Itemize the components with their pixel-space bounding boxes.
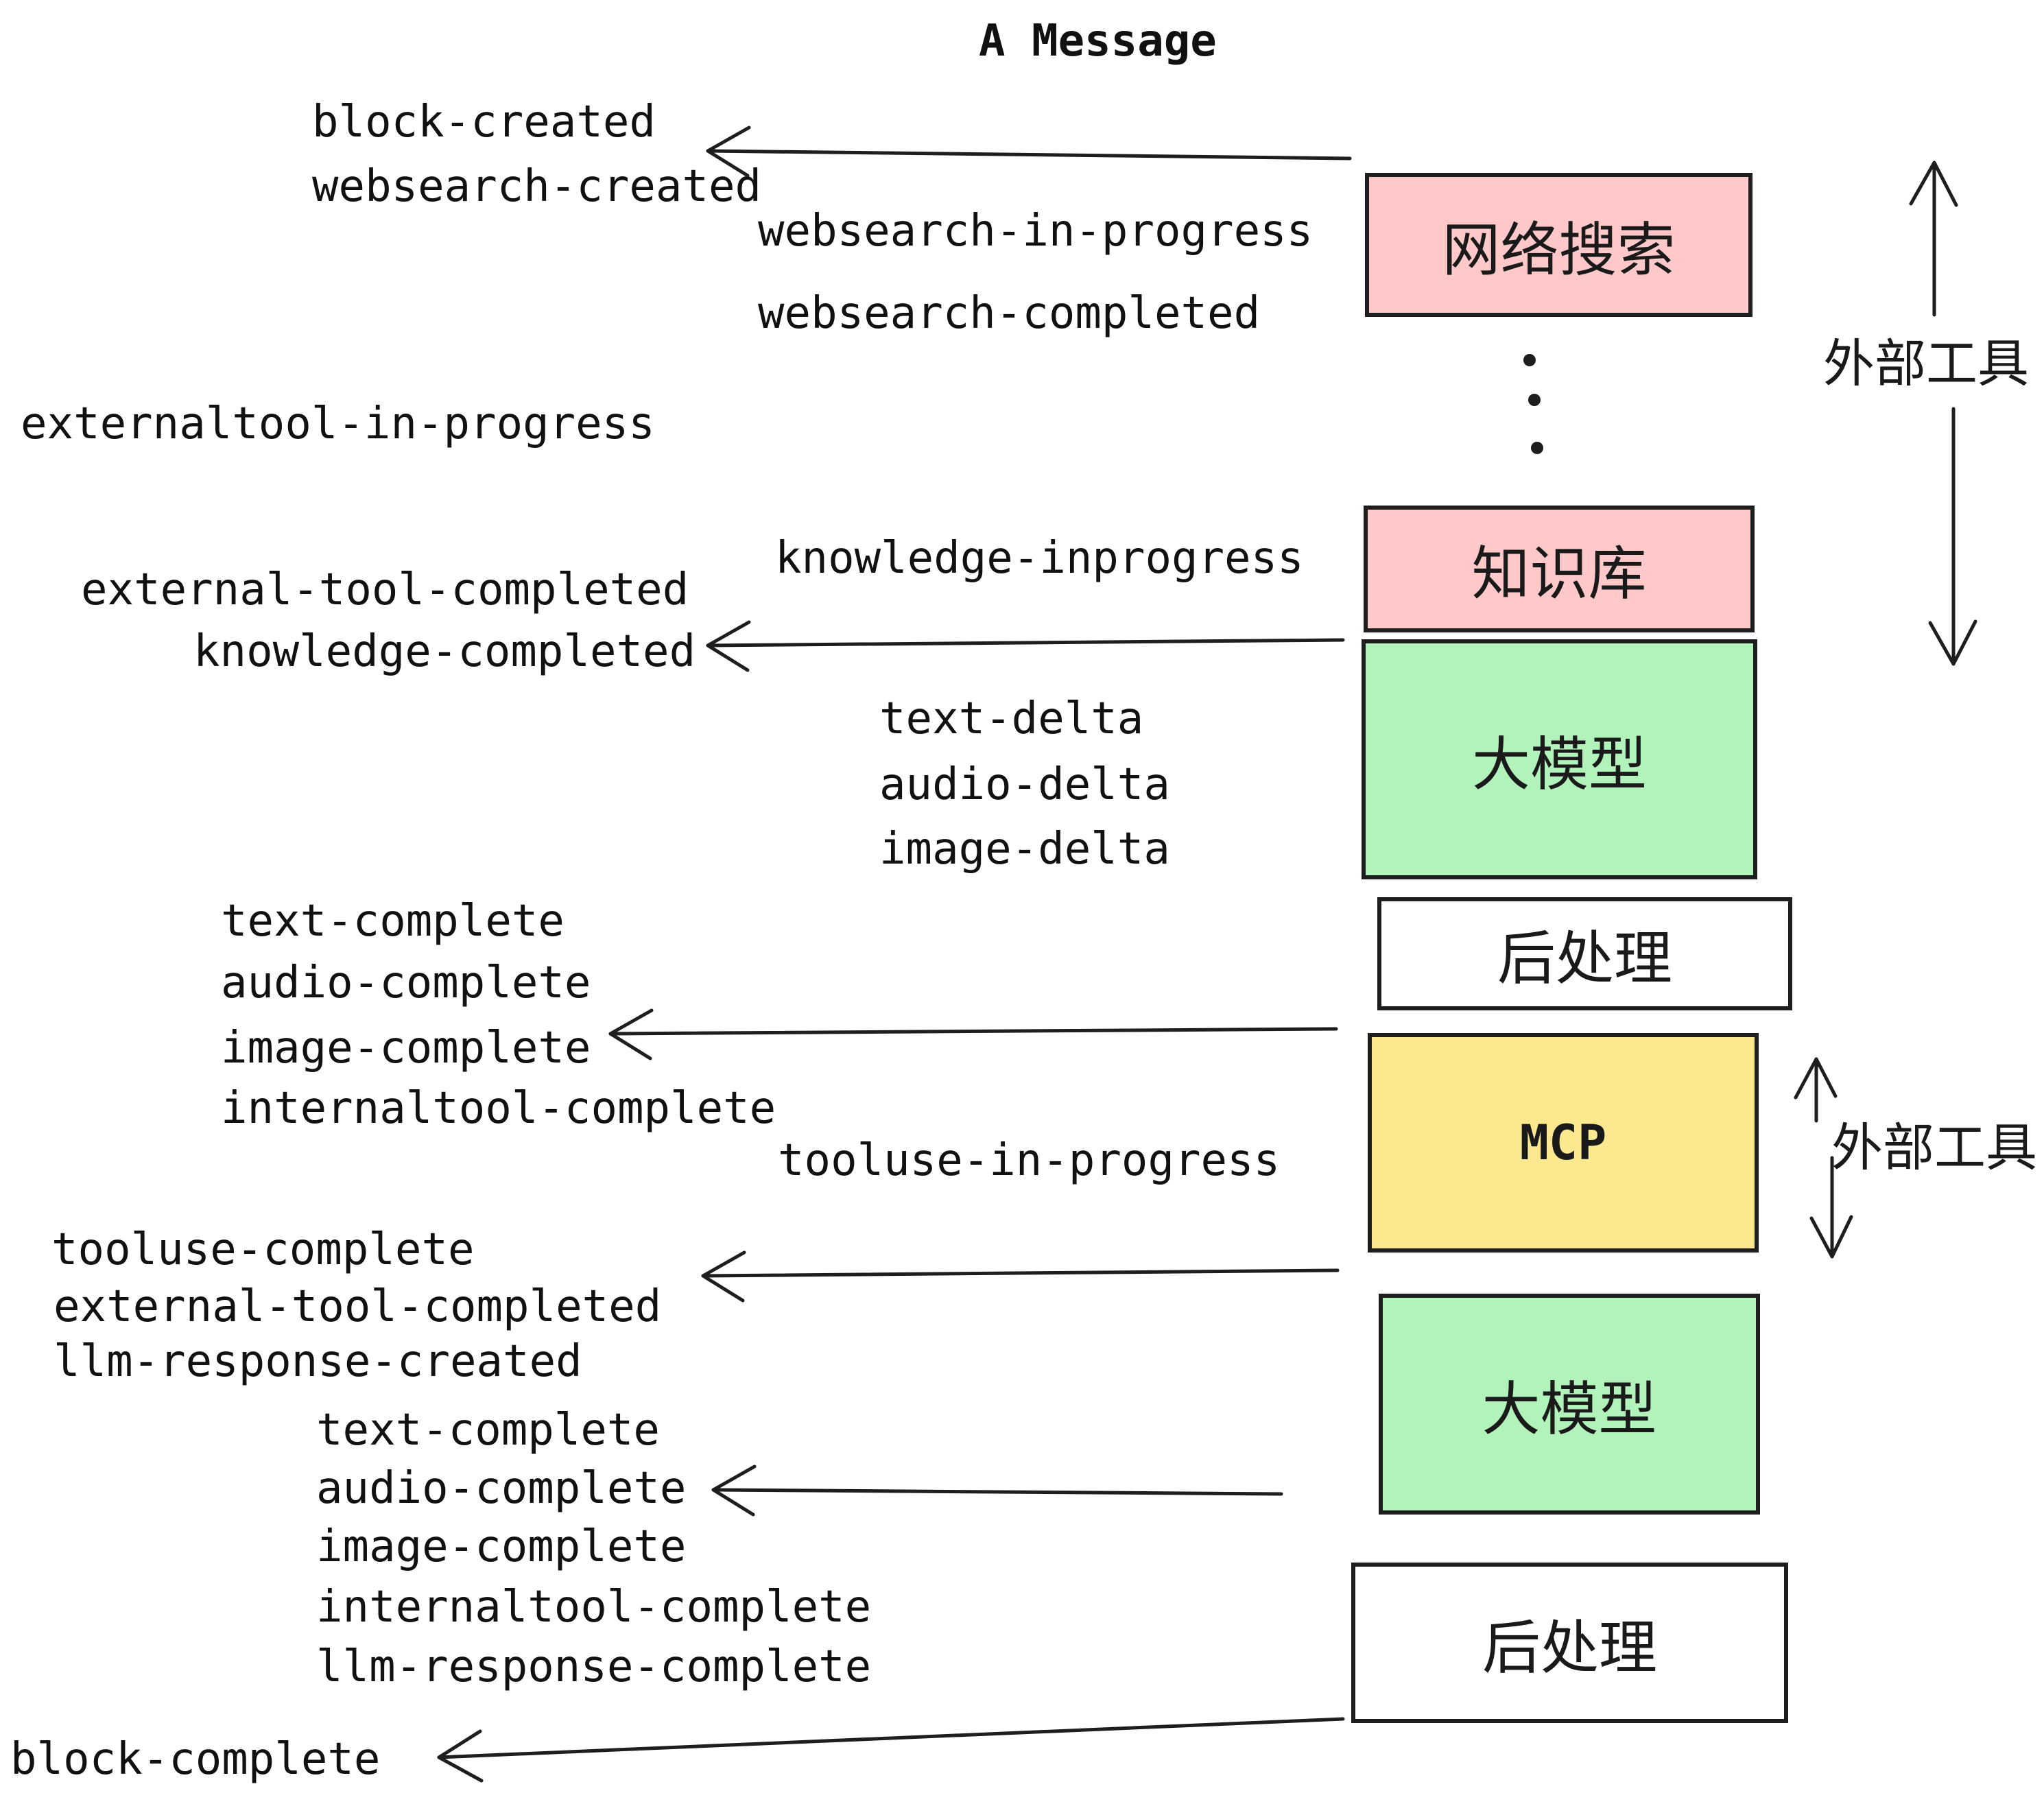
ellipsis-dot xyxy=(1531,442,1543,454)
event-label-internaltool-complete: internaltool-complete xyxy=(221,1083,776,1134)
external-tools-up-arrow-bottom xyxy=(1794,1057,1838,1123)
event-label-text-complete: text-complete xyxy=(221,896,565,947)
stage-box-mcp-label: MCP xyxy=(1519,1115,1607,1171)
stage-box-llm-top-label: 大模型 xyxy=(1471,731,1647,799)
stage-box-knowledge: 知识库 xyxy=(1364,506,1755,632)
event-label-llm-response-complete: llm-response-complete xyxy=(316,1641,872,1692)
ellipsis-dot xyxy=(1523,354,1536,366)
stage-box-llm-top: 大模型 xyxy=(1362,639,1757,879)
ellipsis-dot xyxy=(1528,394,1541,406)
event-label-block-created: block-created xyxy=(312,97,656,147)
stage-box-postprocess-top: 后处理 xyxy=(1377,897,1792,1010)
event-label-audio-complete: audio-complete xyxy=(221,958,591,1008)
event-label-tooluse-complete: tooluse-complete xyxy=(51,1224,475,1275)
external-tools-down-arrow-top xyxy=(1928,407,1977,666)
event-label-block-complete: block-complete xyxy=(10,1734,381,1785)
stage-box-postprocess-top-label: 后处理 xyxy=(1497,925,1672,993)
event-label-websearch-completed: websearch-completed xyxy=(758,288,1261,339)
arrow-to-block-created xyxy=(706,126,1352,178)
event-label-tooluse-in-progress: tooluse-in-progress xyxy=(778,1135,1281,1186)
event-label-internaltool-complete-2: internaltool-complete xyxy=(316,1582,872,1633)
external-tools-up-arrow-top xyxy=(1909,161,1958,317)
stage-box-mcp: MCP xyxy=(1368,1033,1759,1253)
diagram-title: A Message xyxy=(979,16,1217,67)
stage-box-llm-bottom: 大模型 xyxy=(1379,1294,1760,1515)
external-tools-label-top: 外部工具 xyxy=(1823,333,2030,394)
event-label-image-complete-2: image-complete xyxy=(316,1521,687,1572)
event-label-text-complete-2: text-complete xyxy=(316,1405,660,1456)
event-label-audio-delta: audio-delta xyxy=(879,759,1170,810)
event-label-websearch-created: websearch-created xyxy=(312,161,762,212)
event-label-externaltool-in-progress: externaltool-in-progress xyxy=(21,399,655,449)
event-label-external-tool-completed: external-tool-completed xyxy=(81,565,689,615)
stage-box-websearch: 网络搜索 xyxy=(1365,173,1752,317)
stage-box-llm-bottom-label: 大模型 xyxy=(1482,1375,1657,1444)
stage-box-postprocess-bottom-label: 后处理 xyxy=(1482,1614,1657,1683)
event-label-knowledge-completed: knowledge-completed xyxy=(193,626,696,677)
event-label-websearch-in-progress: websearch-in-progress xyxy=(758,206,1314,257)
event-label-image-complete: image-complete xyxy=(221,1023,591,1073)
external-tools-label-bottom: 外部工具 xyxy=(1831,1117,2038,1178)
event-label-knowledge-inprogress: knowledge-inprogress xyxy=(775,533,1304,584)
event-label-external-tool-completed-2: external-tool-completed xyxy=(54,1281,662,1332)
stage-box-postprocess-bottom: 后处理 xyxy=(1351,1563,1788,1723)
stage-box-knowledge-label: 知识库 xyxy=(1471,541,1647,608)
arrow-to-knowledge-completed xyxy=(706,620,1345,672)
arrow-to-tooluse-complete xyxy=(701,1250,1340,1303)
event-label-text-delta: text-delta xyxy=(879,693,1144,744)
arrow-to-block-complete xyxy=(437,1717,1345,1783)
event-label-image-delta: image-delta xyxy=(879,824,1170,875)
event-label-llm-response-created: llm-response-created xyxy=(54,1336,582,1387)
external-tools-down-arrow-bottom xyxy=(1809,1156,1853,1259)
arrow-to-audio-complete xyxy=(711,1464,1283,1517)
stage-box-websearch-label: 网络搜索 xyxy=(1442,216,1676,285)
event-label-audio-complete-2: audio-complete xyxy=(316,1463,687,1514)
arrow-to-image-complete xyxy=(608,1008,1338,1060)
